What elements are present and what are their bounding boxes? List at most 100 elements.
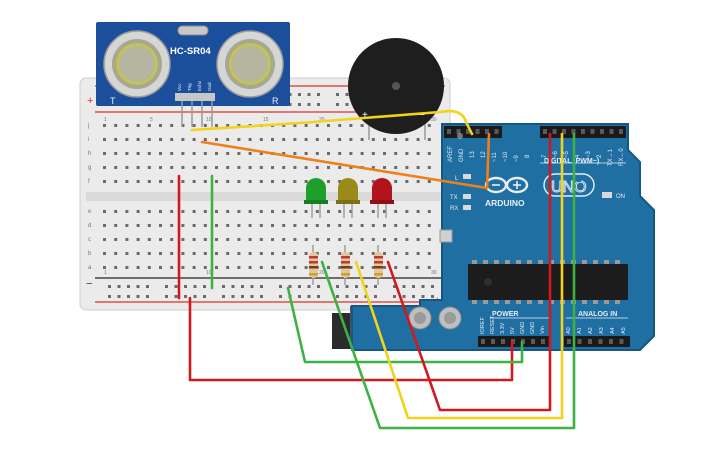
model-label: UNO — [551, 179, 587, 196]
breadboard-hole — [103, 166, 106, 169]
breadboard-hole — [248, 210, 252, 213]
receiver-transducer — [216, 30, 284, 98]
terminal-holes — [103, 124, 431, 269]
breadboard-hole — [349, 224, 353, 227]
chip-leg — [483, 260, 488, 264]
breadboard-hole — [181, 238, 185, 241]
rail-hole — [279, 295, 282, 298]
breadboard-hole — [203, 210, 207, 213]
column-number: 20 — [319, 270, 325, 276]
breadboard-hole — [349, 266, 353, 269]
resistor-3 — [374, 245, 383, 285]
header-pin — [552, 129, 557, 134]
breadboard-hole — [114, 180, 118, 183]
rail-hole — [307, 285, 311, 288]
header-pin — [619, 339, 624, 344]
breadboard-hole — [338, 210, 342, 213]
breadboard-hole — [293, 124, 297, 127]
breadboard-hole — [427, 152, 431, 155]
led-green-rim — [304, 200, 328, 204]
breadboard-hole — [327, 266, 330, 269]
breadboard-hole — [349, 252, 353, 255]
breadboard-hole — [304, 124, 308, 127]
chip-leg — [516, 260, 521, 264]
rail-hole — [364, 295, 368, 298]
breadboard-hole — [282, 138, 286, 141]
column-number: 15 — [263, 117, 269, 123]
breadboard-hole — [237, 138, 241, 141]
breadboard-hole — [371, 266, 375, 269]
breadboard-hole — [170, 238, 174, 241]
breadboard-hole — [192, 180, 196, 183]
wire-orange-echo — [200, 132, 491, 190]
breadboard-hole — [360, 124, 364, 127]
breadboard-hole — [226, 224, 230, 227]
breadboard-hole — [360, 152, 364, 155]
breadboard-hole — [215, 138, 218, 141]
digital-header-pins — [447, 129, 623, 134]
pin-label-gnd2: GND — [530, 322, 536, 334]
breadboard-hole — [103, 266, 106, 269]
breadboard-hole — [259, 152, 263, 155]
header-pin — [567, 339, 571, 344]
rail-hole — [288, 103, 292, 106]
breadboard-hole — [282, 210, 286, 213]
rail-hole — [374, 285, 377, 288]
chip-leg — [549, 300, 554, 304]
digital-pin-labels: AREF GND 13 12 ~11 ~10 ~9 8 7 ~6 ~5 4 ~3… — [448, 146, 625, 166]
pin-label-9: ~9 — [514, 154, 520, 162]
breadboard-hole — [114, 210, 118, 213]
chip-leg — [582, 260, 587, 264]
breadboard-hole — [215, 266, 218, 269]
breadboard-hole — [416, 138, 420, 141]
resistor-1 — [309, 245, 318, 285]
breadboard-hole — [293, 138, 297, 141]
analog-pin-labels: A0 A1 A2 A3 A4 A5 — [566, 327, 627, 334]
sensor-model-label: HC-SR04 — [170, 46, 211, 57]
breadboard-hole — [237, 224, 241, 227]
rail-hole — [108, 295, 111, 298]
breadboard-hole — [304, 210, 308, 213]
breadboard-hole — [181, 210, 185, 213]
header-pin — [531, 339, 535, 344]
header-pin — [609, 339, 613, 344]
breadboard-hole — [427, 238, 431, 241]
breadboard-hole — [405, 180, 409, 183]
breadboard-hole — [203, 224, 207, 227]
breadboard-hole — [181, 152, 185, 155]
breadboard-hole — [371, 166, 375, 169]
breadboard-hole — [203, 124, 207, 127]
breadboard-hole — [383, 138, 386, 141]
breadboard-hole — [181, 266, 185, 269]
pin-label-gnd: GND — [459, 148, 465, 162]
breadboard-hole — [170, 124, 174, 127]
breadboard-hole — [371, 210, 375, 213]
breadboard-hole — [315, 152, 319, 155]
row-letter: e — [88, 209, 92, 215]
rail-hole — [203, 285, 206, 288]
breadboard-hole — [315, 252, 319, 255]
breadboard-hole — [170, 166, 174, 169]
sensor-legs — [181, 101, 213, 127]
rail-hole — [336, 103, 339, 106]
breadboard-hole — [248, 166, 252, 169]
breadboard-hole — [170, 138, 174, 141]
row-letter: c — [88, 237, 91, 243]
breadboard-hole — [159, 138, 162, 141]
breadboard-hole — [159, 252, 162, 255]
buzzer-minus-label: − — [419, 110, 425, 121]
breadboard-hole — [114, 152, 118, 155]
crystal — [177, 25, 209, 36]
breadboard-hole — [114, 138, 118, 141]
breadboard-hole — [103, 210, 106, 213]
chip-leg — [494, 260, 499, 264]
breadboard-hole — [103, 124, 106, 127]
breadboard-hole — [349, 152, 353, 155]
breadboard-hole — [394, 166, 398, 169]
reset-button[interactable] — [439, 229, 453, 243]
breadboard-hole — [271, 166, 274, 169]
header-pin — [581, 129, 585, 134]
capacitor-1-top — [414, 312, 426, 324]
breadboard-hole — [416, 266, 420, 269]
breadboard-hole — [293, 166, 297, 169]
